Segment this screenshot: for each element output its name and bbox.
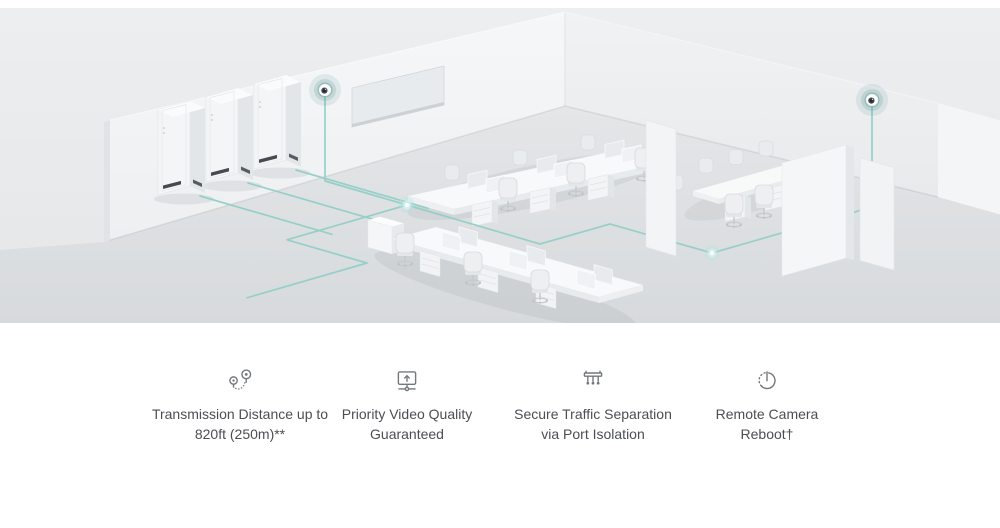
dome-camera-left (308, 73, 342, 107)
server-rack-cabinets (154, 74, 310, 205)
workstation-cluster-front (367, 216, 644, 323)
office-illustration (0, 8, 1000, 323)
feature-label: Secure Traffic Separation via Port Isola… (514, 406, 672, 442)
monitor-priority-icon (397, 371, 417, 392)
feature-label: Remote Camera Reboot† (715, 406, 819, 442)
wall-display-board (351, 65, 445, 128)
feature-transmission-distance: Transmission Distance up to 820ft (250m)… (140, 366, 340, 444)
port-isolation-icon (583, 370, 603, 385)
meeting-room-walls (645, 119, 895, 277)
dome-camera-right (855, 83, 889, 117)
workstation-cluster-back (407, 134, 665, 227)
feature-port-isolation: Secure Traffic Separation via Port Isola… (493, 366, 693, 444)
feature-remote-reboot: Remote Camera Reboot† (667, 366, 867, 444)
feature-label: Priority Video Quality Guaranteed (341, 406, 473, 442)
office-illustration-svg (0, 8, 1000, 323)
feature-label: Transmission Distance up to 820ft (250m)… (151, 406, 329, 442)
reboot-power-icon (758, 371, 776, 390)
feature-priority-video: Priority Video Quality Guaranteed (307, 366, 507, 444)
scene-floor (0, 106, 1000, 323)
map-pins-distance-icon (229, 369, 252, 390)
